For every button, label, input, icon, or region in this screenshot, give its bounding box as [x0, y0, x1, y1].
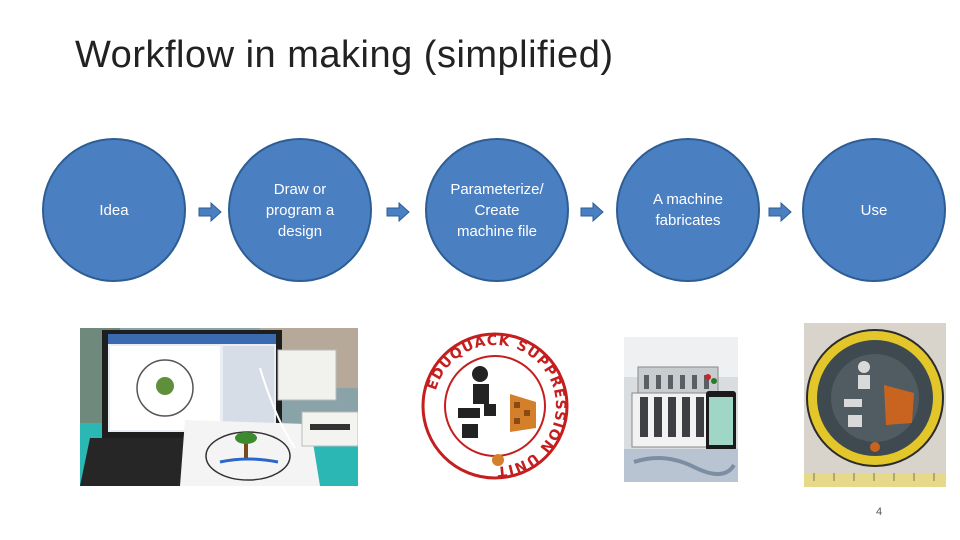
step-machine-file-label: Parameterize/ Create machine file: [450, 180, 544, 240]
step-use: Use: [802, 138, 946, 282]
step-machine-fabricates: A machine fabricates: [616, 138, 760, 282]
step-draw-design-label: Draw or program a design: [265, 180, 335, 240]
step-idea: Idea: [42, 138, 186, 282]
embroidered-patch-photo: [804, 323, 946, 487]
laptop-design-photo: [80, 328, 358, 486]
right-arrow-icon: [198, 202, 222, 222]
right-arrow-icon: [580, 202, 604, 222]
step-idea-label: Idea: [99, 201, 129, 219]
patch-design-image: EDUQUACK SUPPRESSION UNIT: [418, 328, 573, 486]
step-machine-file: Parameterize/ Create machine file: [425, 138, 569, 282]
slide-title: Workflow in making (simplified): [75, 34, 614, 76]
page-number: 4: [876, 506, 883, 518]
step-use-label: Use: [860, 201, 888, 219]
right-arrow-icon: [386, 202, 410, 222]
right-arrow-icon: [768, 202, 792, 222]
embroidery-machine-photo: [624, 337, 738, 482]
step-machine-fabricates-label: A machine fabricates: [652, 191, 724, 229]
step-draw-design: Draw or program a design: [228, 138, 372, 282]
